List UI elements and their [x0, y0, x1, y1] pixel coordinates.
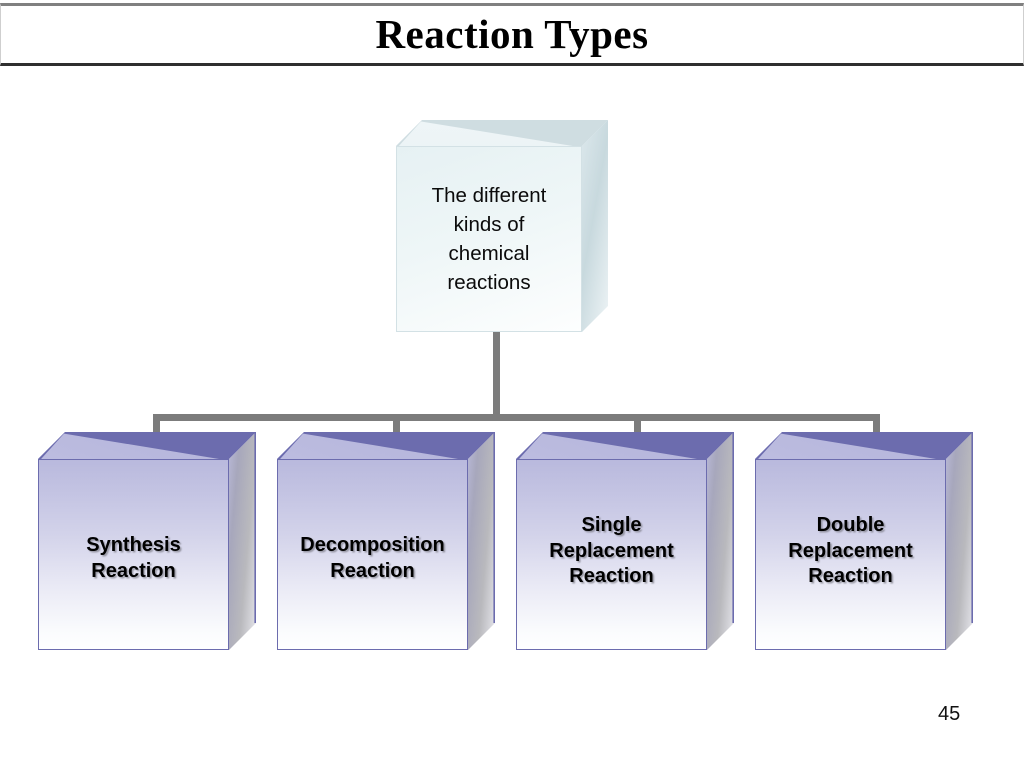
- page-title: Reaction Types: [375, 11, 649, 57]
- slide-title-bar: Reaction Types: [0, 3, 1024, 66]
- child1-box-right-edge: [254, 432, 256, 623]
- child4-box-right-edge: [971, 432, 973, 623]
- child3-box-right-face: [707, 432, 734, 650]
- connector-drop-4: [873, 414, 880, 436]
- connector-root-vertical: [493, 330, 500, 418]
- child3-box-right-edge: [732, 432, 734, 623]
- child1-box-right-face: [229, 432, 256, 650]
- child4-box-right-face: [946, 432, 973, 650]
- connector-drop-2: [393, 414, 400, 436]
- connector-drop-1: [153, 414, 160, 436]
- connector-horizontal-bus: [153, 414, 880, 421]
- connector-drop-3: [634, 414, 641, 436]
- page-number: 45: [938, 703, 961, 725]
- child2-box-right-edge: [493, 432, 495, 623]
- root-box-right-face: [582, 120, 608, 332]
- child2-box-right-face: [468, 432, 495, 650]
